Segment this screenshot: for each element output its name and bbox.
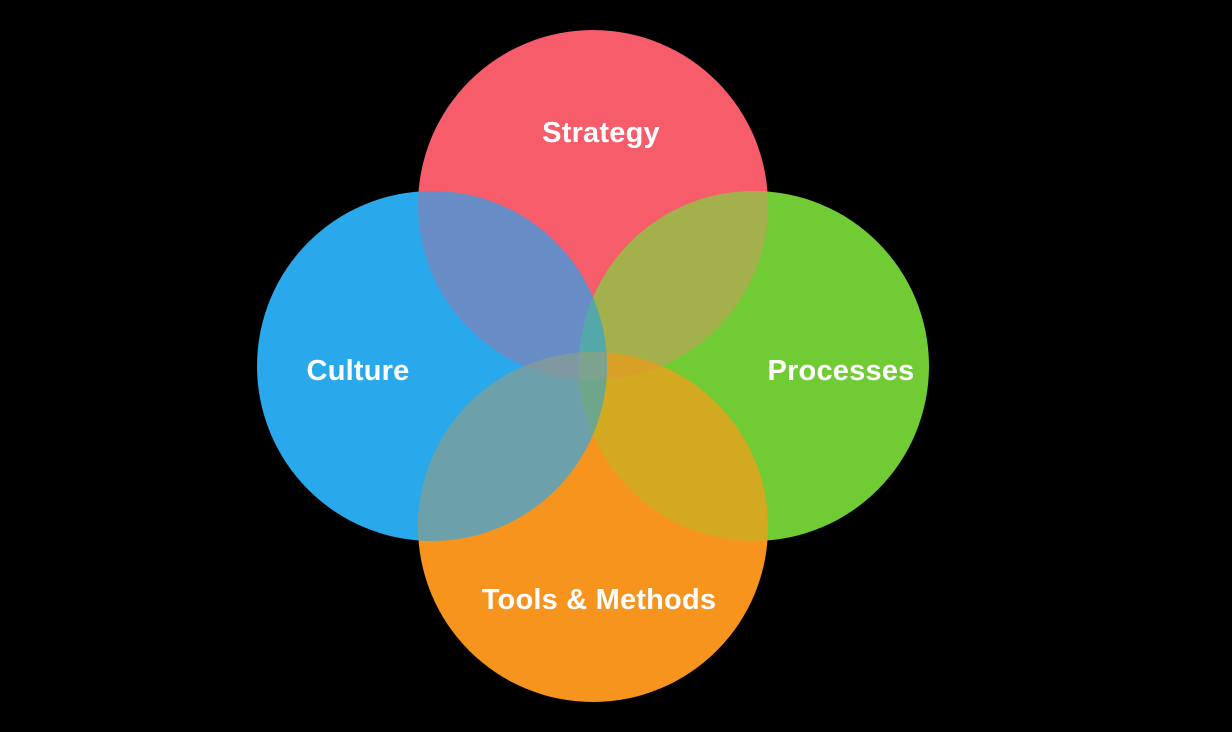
- label-strategy: Strategy: [542, 117, 660, 149]
- label-processes: Processes: [768, 355, 915, 387]
- label-culture: Culture: [307, 355, 410, 387]
- label-tools-methods: Tools & Methods: [482, 584, 716, 616]
